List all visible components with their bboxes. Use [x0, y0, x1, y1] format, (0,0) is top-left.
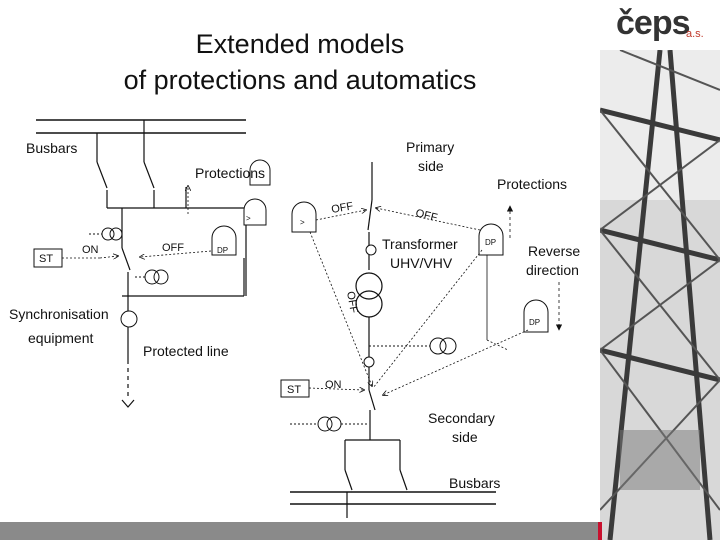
logo [600, 0, 720, 50]
label-transformer-line2: UHV/VHV [390, 255, 453, 271]
label-protections-right: Protections [497, 176, 567, 192]
dp-label-transformer: DP [485, 238, 496, 247]
footer-bar [0, 522, 600, 540]
gt-small-left: > [246, 214, 251, 223]
label-reverse-line1: Reverse [528, 243, 580, 259]
label-reverse-line2: direction [526, 262, 579, 278]
gt-small-right: > [300, 218, 305, 227]
slide-title: Extended models of protections and autom… [20, 26, 580, 98]
sync-vt-circle [120, 310, 138, 328]
title-line-2: of protections and automatics [123, 65, 477, 95]
protection-relays-left [211, 159, 271, 256]
ct-left-upper [89, 227, 123, 241]
ct-secondary [290, 416, 369, 432]
st-box-right [280, 379, 310, 398]
label-primary-line1: Primary [406, 139, 454, 155]
footer-accent [598, 522, 602, 540]
ct-right [369, 337, 457, 355]
label-protected-line: Protected line [143, 343, 229, 359]
label-sync-line1: Synchronisation [9, 306, 109, 322]
label-primary-line2: side [418, 158, 444, 174]
label-secondary-line2: side [452, 429, 478, 445]
vt-primary [365, 244, 377, 256]
protection-diagram: Busbars ST ON > DP [9, 119, 580, 518]
pylon-photo [600, 50, 720, 540]
relay-overcurrent [291, 201, 317, 233]
on-label-left: ON [82, 244, 99, 256]
label-busbars-top: Busbars [26, 140, 77, 156]
transformer-bay [344, 162, 408, 518]
label-busbars-bottom: Busbars [449, 475, 500, 491]
label-sync-line2: equipment [28, 330, 93, 346]
st-label-left: ST [39, 253, 53, 265]
relay-dp-transformer [478, 223, 504, 256]
logo-text: čeps [616, 4, 690, 42]
off-label-upper-left: OFF [330, 200, 354, 216]
off-label-upper-right: OFF [414, 207, 439, 224]
ct-left-lower [135, 269, 169, 285]
label-protections-left: Protections [195, 165, 265, 181]
title-line-1: Extended models [195, 29, 405, 59]
label-transformer-line1: Transformer [382, 236, 458, 252]
logo-suffix: a.s. [686, 28, 704, 40]
dp-label-left: DP [217, 246, 228, 255]
dp-label-reverse: DP [529, 318, 540, 327]
label-secondary-line1: Secondary [428, 410, 495, 426]
off-label-vertical: OFF [344, 290, 360, 314]
off-label-left: OFF [162, 242, 184, 254]
left-busbars [36, 119, 246, 134]
bottom-busbars [290, 491, 496, 505]
on-label-right: ON [325, 379, 342, 391]
st-label-right: ST [287, 384, 301, 396]
relay-dp-reverse [523, 299, 549, 333]
vt-secondary [363, 356, 375, 368]
